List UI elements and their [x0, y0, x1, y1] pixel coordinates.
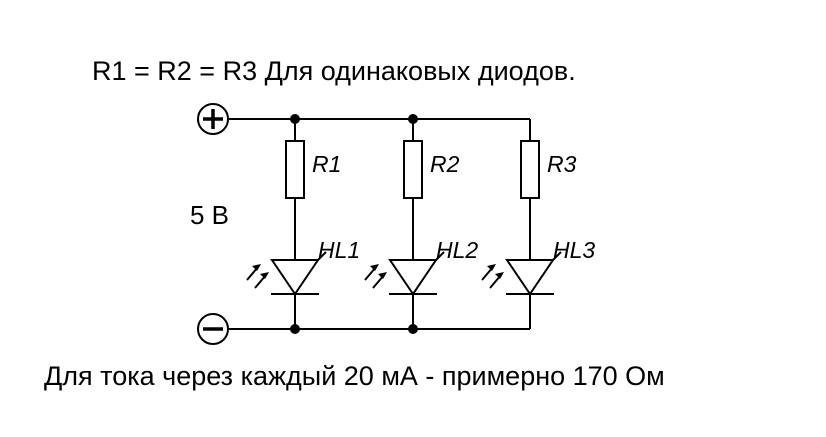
- led-label-hl2: HL2: [436, 237, 478, 263]
- led-label-hl1: HL1: [318, 237, 360, 263]
- branch-2: R2 HL2: [364, 114, 478, 334]
- positive-terminal: [197, 103, 229, 135]
- led-label-hl3: HL3: [553, 237, 595, 263]
- junction-dot: [408, 324, 418, 334]
- branch-3: R3 HL3: [481, 119, 595, 329]
- resistor-label-r1: R1: [312, 151, 341, 177]
- junction-dot: [290, 324, 300, 334]
- diagram-title: R1 = R2 = R3 Для одинаковых диодов.: [92, 56, 576, 86]
- branch-1: R1 HL1: [246, 114, 360, 334]
- resistor-r2: [403, 140, 423, 199]
- led-hl1: [270, 259, 320, 296]
- junction-dot: [408, 114, 418, 124]
- junction-dot: [290, 114, 300, 124]
- resistor-r1: [285, 140, 305, 199]
- resistor-label-r3: R3: [547, 151, 577, 177]
- negative-terminal: [197, 313, 229, 345]
- led-hl3: [505, 259, 555, 296]
- resistor-label-r2: R2: [430, 151, 460, 177]
- led-hl2: [388, 259, 438, 296]
- voltage-label: 5 В: [190, 200, 229, 230]
- footer-note: Для тока через каждый 20 мА - примерно 1…: [44, 361, 665, 391]
- resistor-r3: [520, 140, 540, 199]
